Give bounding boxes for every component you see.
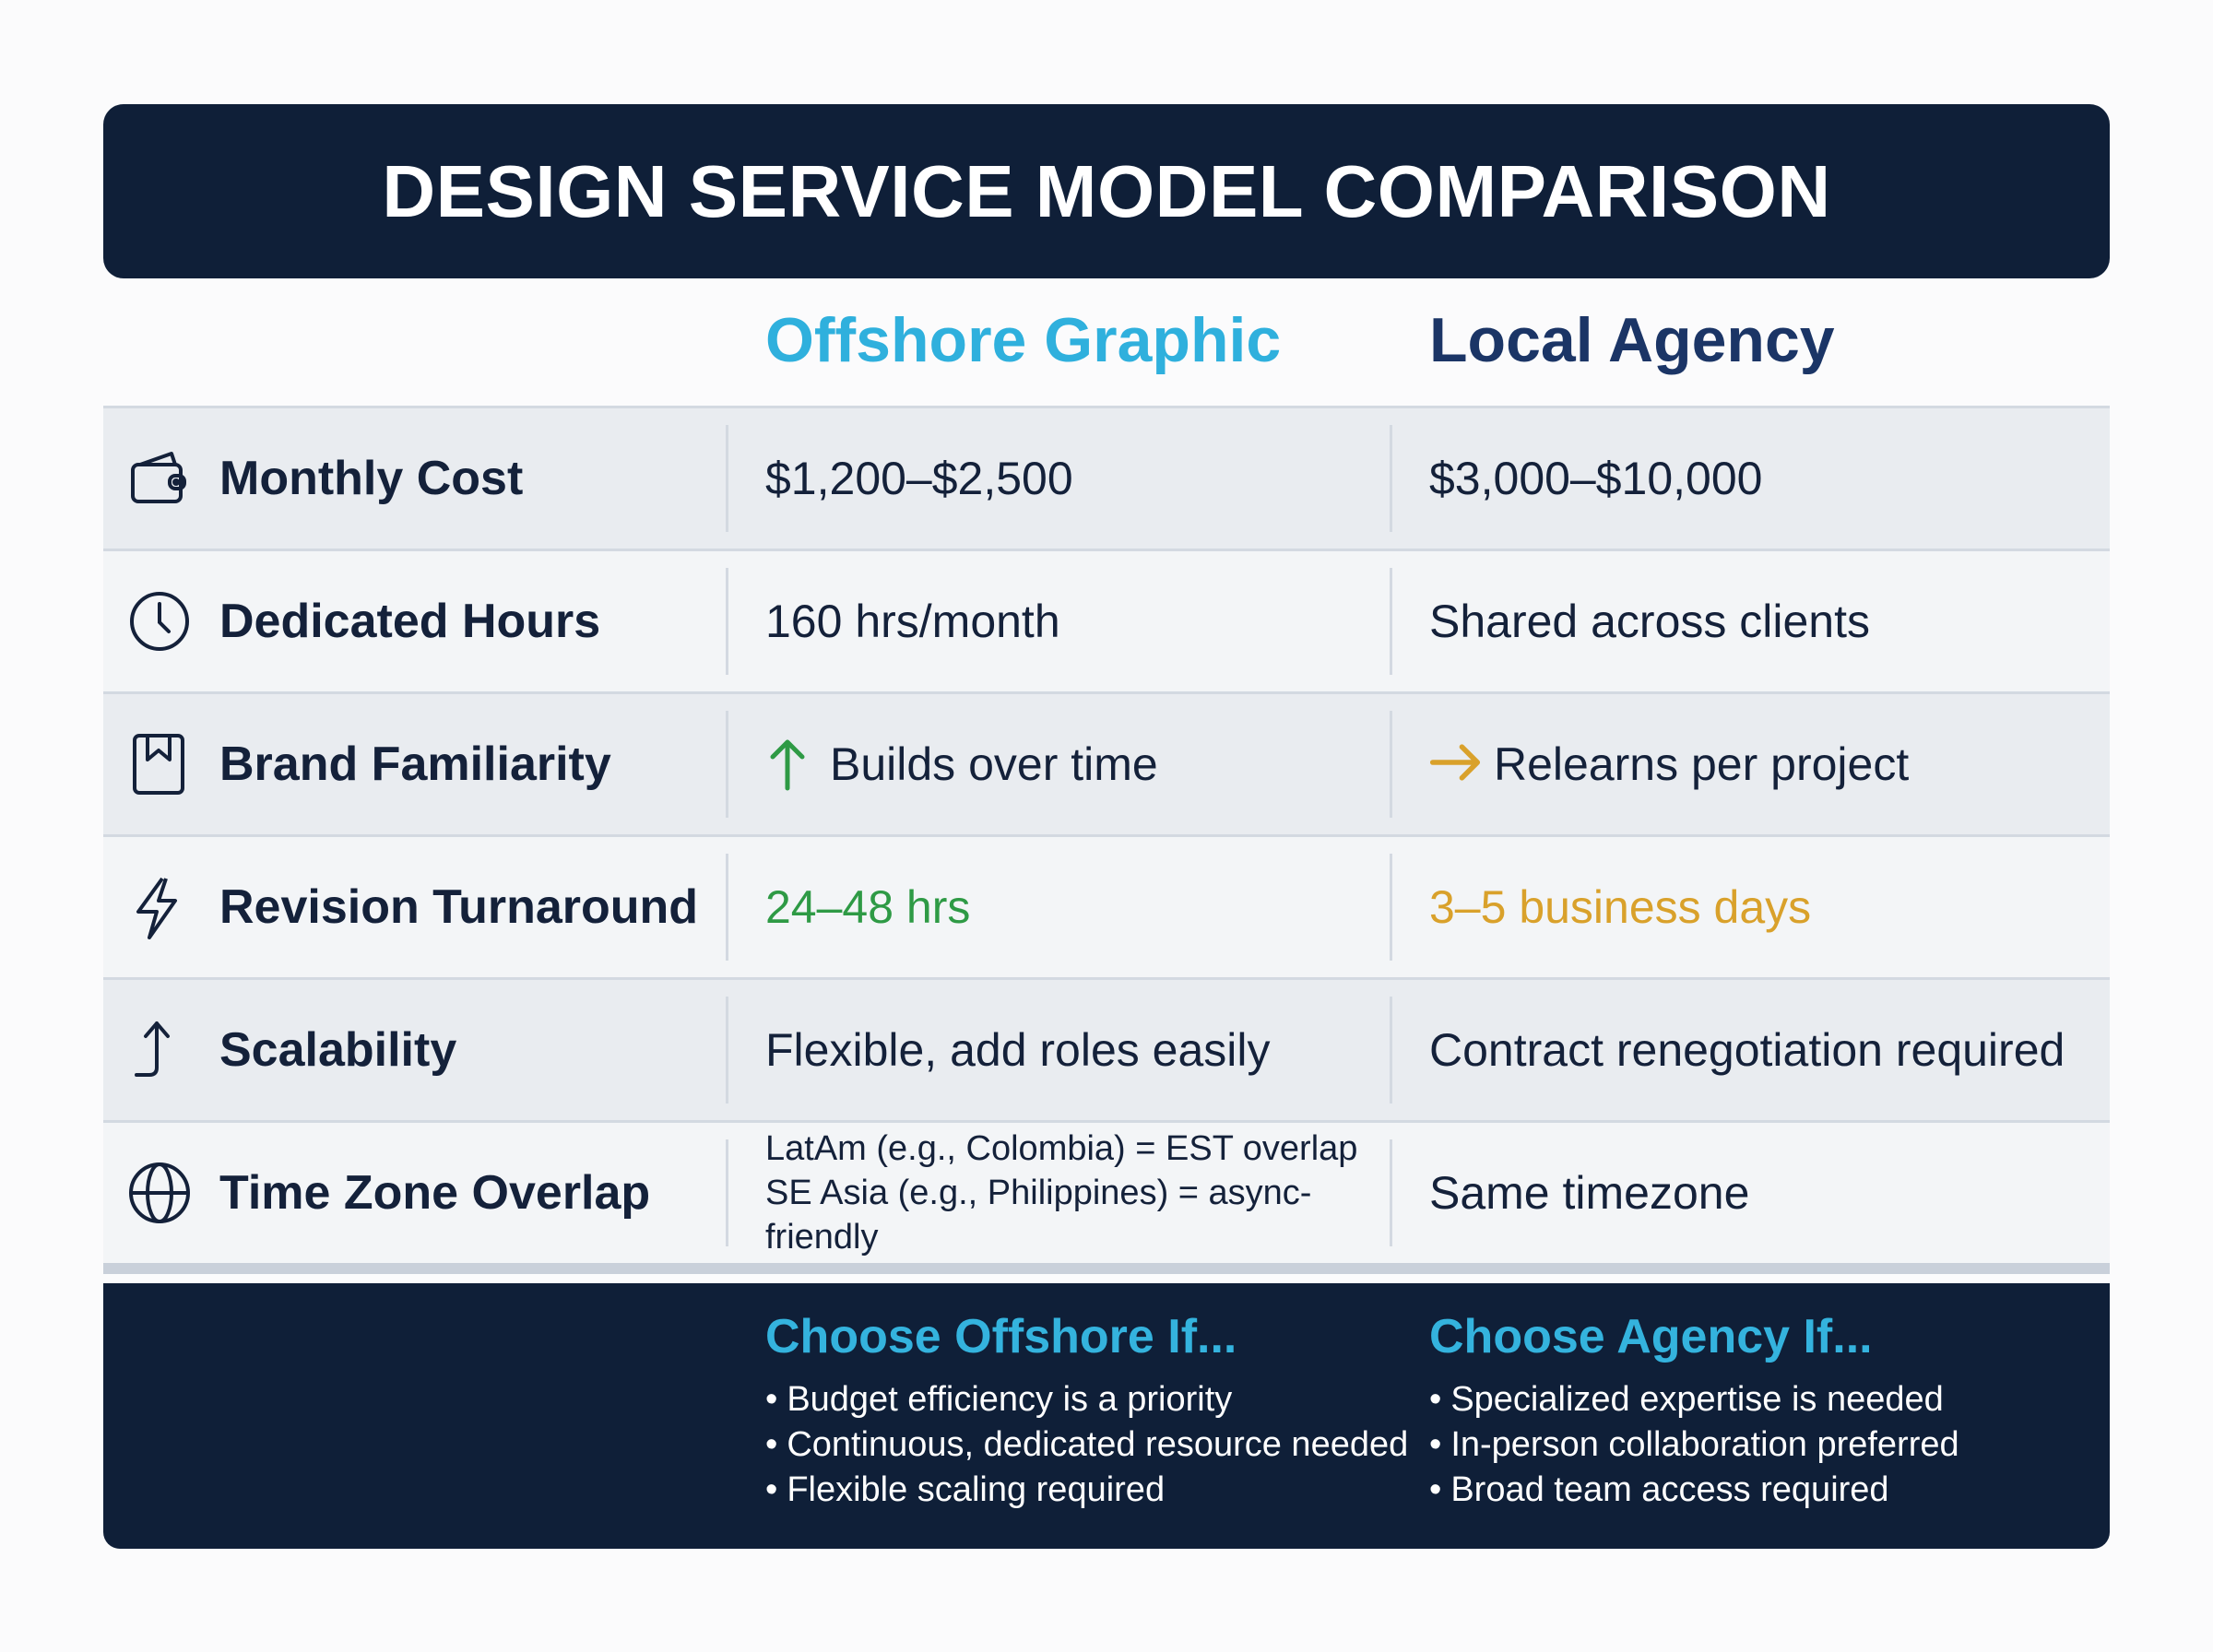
offshore-value: 24–48 hrs: [765, 881, 971, 933]
offshore-value-cell: LatAm (e.g., Colombia) = EST overlap SE …: [726, 1123, 1390, 1263]
agency-value-cell: Contract renegotiation required: [1390, 980, 2110, 1120]
list-item: Broad team access required: [1429, 1468, 1959, 1513]
wallet-icon: [127, 446, 192, 511]
row-label-cell: Brand Familiarity: [103, 694, 726, 834]
offshore-value-cell: 160 hrs/month: [726, 551, 1390, 691]
table-row: Revision Turnaround 24–48 hrs 3–5 busine…: [103, 837, 2110, 980]
list-item: Flexible scaling required: [765, 1468, 1408, 1513]
offshore-value-line: LatAm (e.g., Colombia) = EST overlap: [765, 1129, 1358, 1168]
list-item: Specialized expertise is needed: [1429, 1377, 1959, 1422]
title-banner: DESIGN SERVICE MODEL COMPARISON: [103, 104, 2110, 278]
column-header-offshore: Offshore Graphic: [765, 305, 1282, 375]
row-label-cell: Scalability: [103, 980, 726, 1120]
offshore-value: Builds over time: [830, 738, 1158, 790]
row-label: Revision Turnaround: [219, 880, 699, 934]
row-label-cell: Monthly Cost: [103, 408, 726, 549]
table-row: Monthly Cost $1,200–$2,500 $3,000–$10,00…: [103, 408, 2110, 551]
row-label: Monthly Cost: [219, 452, 524, 505]
offshore-value-cell: $1,200–$2,500: [726, 408, 1390, 549]
row-label: Dedicated Hours: [219, 595, 601, 648]
row-label: Time Zone Overlap: [219, 1166, 651, 1220]
row-label-cell: Dedicated Hours: [103, 551, 726, 691]
agency-recommendation-list: Specialized expertise is needed In-perso…: [1429, 1377, 1959, 1513]
agency-value-cell: Same timezone: [1390, 1123, 2110, 1263]
offshore-recommendation-heading: Choose Offshore If...: [765, 1310, 1237, 1363]
agency-value: Relearns per project: [1494, 738, 1910, 790]
recommendation-panel: Choose Offshore If... Budget efficiency …: [103, 1283, 2110, 1549]
row-label: Brand Familiarity: [219, 738, 611, 791]
clock-icon: [127, 589, 192, 654]
table-row: Brand Familiarity Builds over time Relea…: [103, 694, 2110, 837]
row-label-cell: Time Zone Overlap: [103, 1123, 726, 1263]
offshore-value: Flexible, add roles easily: [765, 1024, 1271, 1076]
table-row: Dedicated Hours 160 hrs/month Shared acr…: [103, 551, 2110, 694]
offshore-recommendation: Choose Offshore If... Budget efficiency …: [765, 1309, 1408, 1513]
offshore-value: LatAm (e.g., Colombia) = EST overlap SE …: [765, 1127, 1390, 1259]
row-label: Scalability: [219, 1023, 457, 1077]
table-row: Scalability Flexible, add roles easily C…: [103, 980, 2110, 1123]
agency-value: $3,000–$10,000: [1429, 453, 1763, 504]
offshore-recommendation-list: Budget efficiency is a priority Continuo…: [765, 1377, 1408, 1513]
agency-value-cell: Relearns per project: [1390, 694, 2110, 834]
agency-recommendation-heading: Choose Agency If...: [1429, 1310, 1873, 1363]
globe-icon: [127, 1161, 192, 1225]
offshore-value-cell: 24–48 hrs: [726, 837, 1390, 977]
offshore-value-cell: Builds over time: [726, 694, 1390, 834]
agency-value: Same timezone: [1429, 1167, 1750, 1219]
agency-value: 3–5 business days: [1429, 881, 1812, 933]
list-item: Budget efficiency is a priority: [765, 1377, 1408, 1422]
agency-value: Contract renegotiation required: [1429, 1024, 2065, 1076]
agency-value-cell: 3–5 business days: [1390, 837, 2110, 977]
list-item: Continuous, dedicated resource needed: [765, 1422, 1408, 1468]
agency-recommendation: Choose Agency If... Specialized expertis…: [1429, 1309, 1959, 1513]
scale-up-arrow-icon: [127, 1018, 192, 1082]
list-item: In-person collaboration preferred: [1429, 1422, 1959, 1468]
row-label-cell: Revision Turnaround: [103, 837, 726, 977]
comparison-table: Monthly Cost $1,200–$2,500 $3,000–$10,00…: [103, 406, 2110, 1274]
offshore-value-line: SE Asia (e.g., Philippines) = async-frie…: [765, 1174, 1312, 1257]
agency-value: Shared across clients: [1429, 596, 1871, 647]
bookmark-icon: [127, 732, 192, 796]
offshore-value: $1,200–$2,500: [765, 453, 1073, 504]
page-title: DESIGN SERVICE MODEL COMPARISON: [382, 149, 1831, 232]
arrow-up-icon: [765, 737, 817, 792]
offshore-value: 160 hrs/month: [765, 596, 1060, 647]
lightning-icon: [127, 875, 192, 939]
table-row: Time Zone Overlap LatAm (e.g., Colombia)…: [103, 1123, 2110, 1274]
agency-value-cell: Shared across clients: [1390, 551, 2110, 691]
arrow-right-icon: [1429, 737, 1481, 792]
offshore-value-cell: Flexible, add roles easily: [726, 980, 1390, 1120]
agency-value-cell: $3,000–$10,000: [1390, 408, 2110, 549]
column-header-agency: Local Agency: [1429, 305, 1835, 375]
